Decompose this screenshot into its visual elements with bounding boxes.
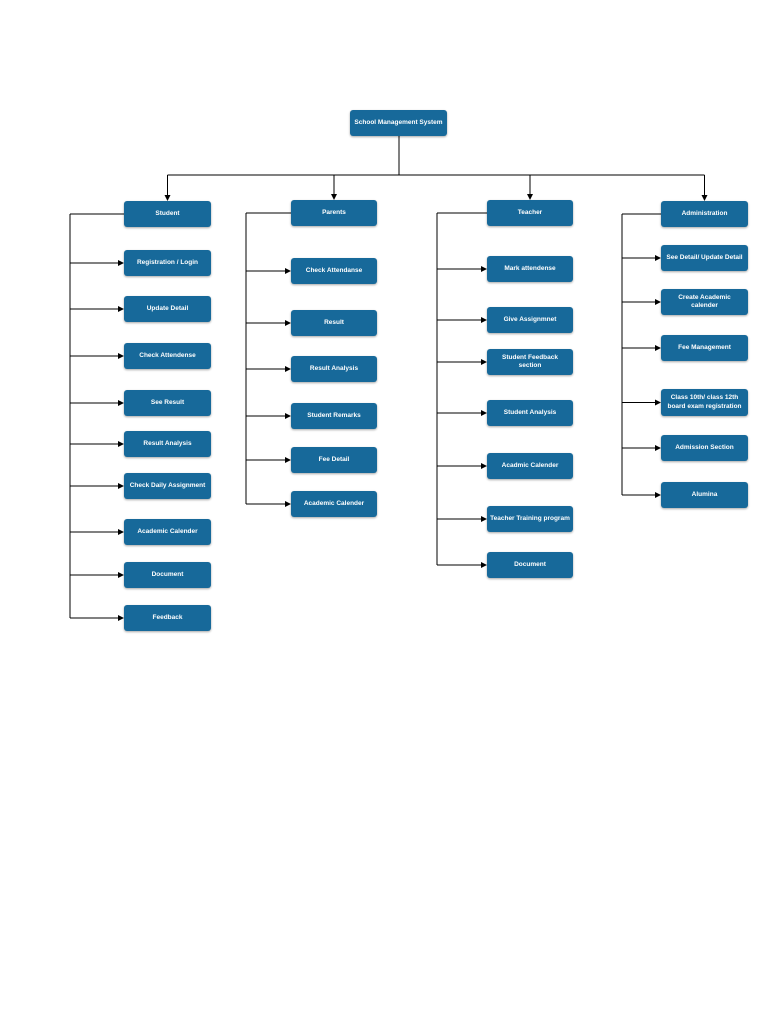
student-item[interactable]: Check Daily Assignment bbox=[124, 473, 211, 499]
parents-item[interactable]: Academic Calender bbox=[291, 491, 377, 517]
student-item[interactable]: Feedback bbox=[124, 605, 211, 631]
teacher-item[interactable]: Teacher Training program bbox=[487, 506, 573, 532]
student-item[interactable]: Check Attendense bbox=[124, 343, 211, 369]
student-item[interactable]: Registration / Login bbox=[124, 250, 211, 276]
teacher-item[interactable]: Student Analysis bbox=[487, 400, 573, 426]
administration-item[interactable]: Create Academic calender bbox=[661, 289, 748, 315]
student-item[interactable]: Document bbox=[124, 562, 211, 588]
administration-header[interactable]: Administration bbox=[661, 201, 748, 227]
parents-item[interactable]: Fee Detail bbox=[291, 447, 377, 473]
parents-header[interactable]: Parents bbox=[291, 200, 377, 226]
parents-item[interactable]: Result bbox=[291, 310, 377, 336]
student-item[interactable]: Result Analysis bbox=[124, 431, 211, 457]
administration-item[interactable]: Alumina bbox=[661, 482, 748, 508]
student-item[interactable]: Academic Calender bbox=[124, 519, 211, 545]
student-item[interactable]: See Result bbox=[124, 390, 211, 416]
root-node[interactable]: School Management System bbox=[350, 110, 447, 136]
parents-item[interactable]: Result Analysis bbox=[291, 356, 377, 382]
parents-item[interactable]: Check Attendanse bbox=[291, 258, 377, 284]
administration-item[interactable]: See Detail/ Update Detail bbox=[661, 245, 748, 271]
administration-item[interactable]: Fee Management bbox=[661, 335, 748, 361]
parents-item[interactable]: Student Remarks bbox=[291, 403, 377, 429]
teacher-item[interactable]: Give Assignmnet bbox=[487, 307, 573, 333]
teacher-item[interactable]: Acadmic Calender bbox=[487, 453, 573, 479]
student-header[interactable]: Student bbox=[124, 201, 211, 227]
teacher-item[interactable]: Student Feedback section bbox=[487, 349, 573, 375]
teacher-item[interactable]: Document bbox=[487, 552, 573, 578]
administration-item[interactable]: Admission Section bbox=[661, 435, 748, 461]
teacher-item[interactable]: Mark attendense bbox=[487, 256, 573, 282]
administration-item[interactable]: Class 10th/ class 12th board exam regist… bbox=[661, 389, 748, 416]
student-item[interactable]: Update Detail bbox=[124, 296, 211, 322]
teacher-header[interactable]: Teacher bbox=[487, 200, 573, 226]
